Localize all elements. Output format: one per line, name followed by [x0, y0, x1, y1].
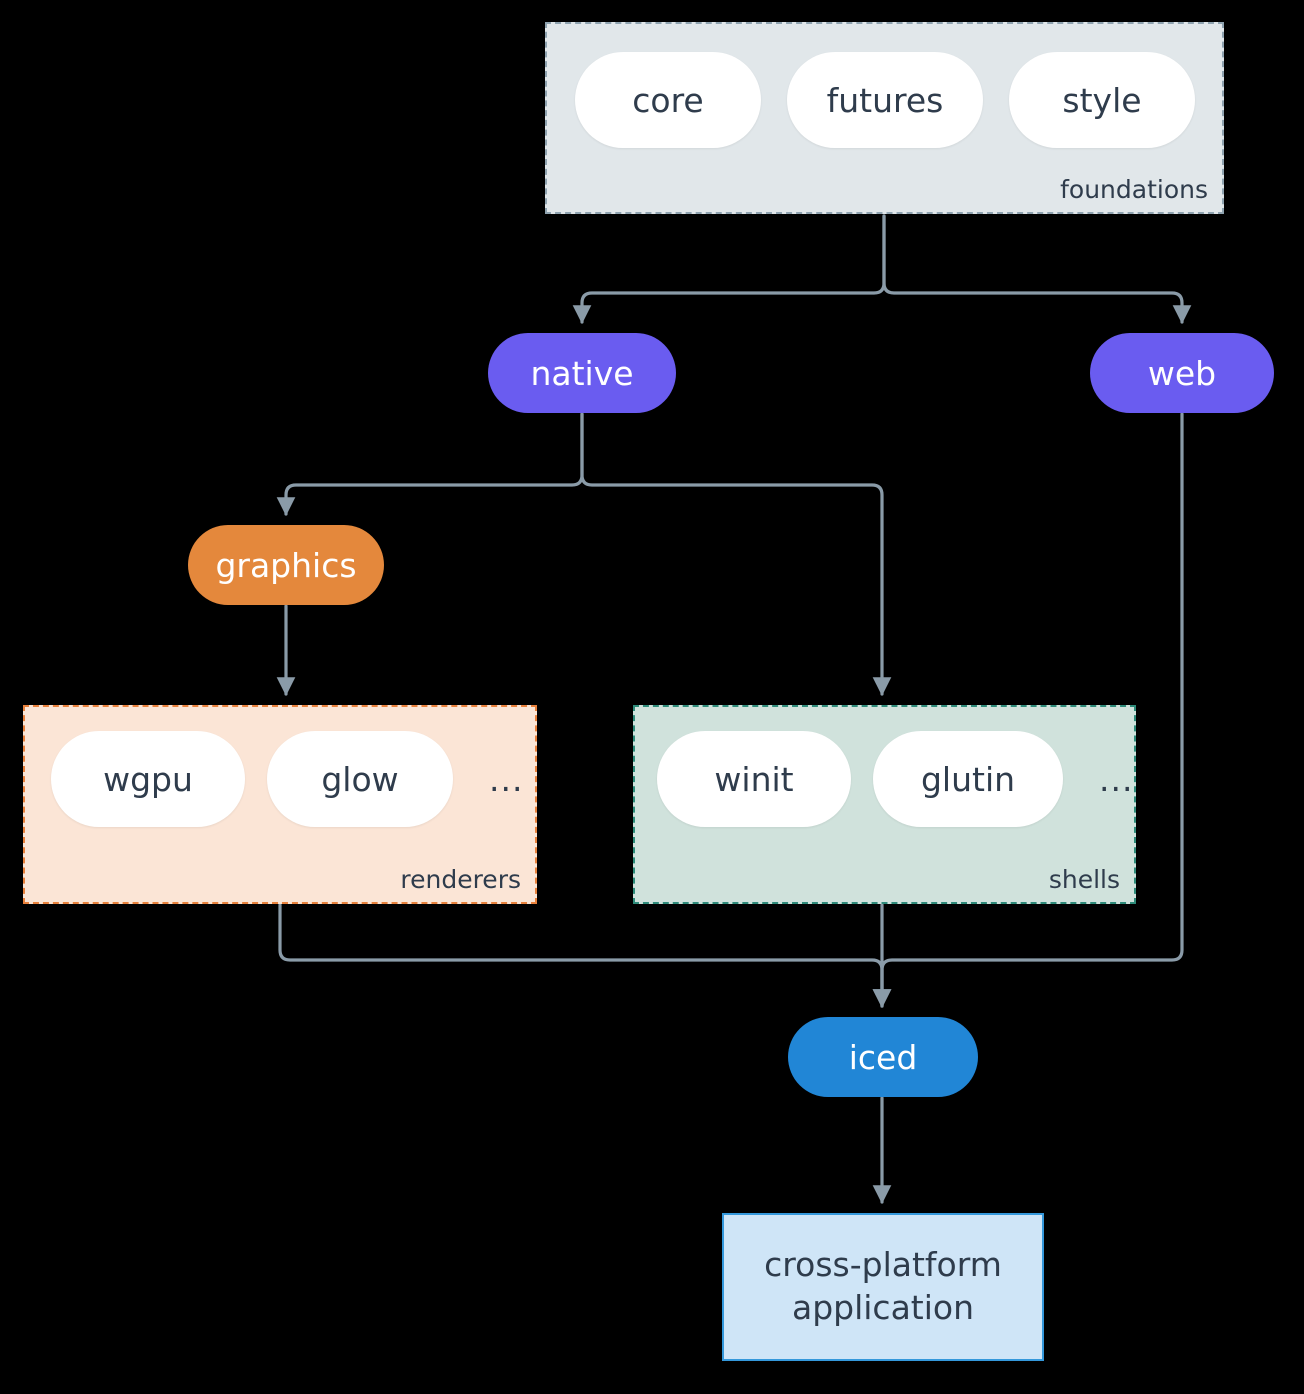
renderers-items: wgpu glow ... — [25, 731, 561, 827]
node-application[interactable]: cross-platform application — [722, 1213, 1044, 1361]
node-native[interactable]: native — [488, 333, 676, 413]
node-glutin[interactable]: glutin — [873, 731, 1063, 827]
node-graphics[interactable]: graphics — [188, 525, 384, 605]
cluster-shells: winit glutin ... shells — [633, 705, 1136, 904]
node-winit[interactable]: winit — [657, 731, 851, 827]
cluster-foundations: core futures style foundations — [545, 22, 1224, 214]
node-web[interactable]: web — [1090, 333, 1274, 413]
application-line-2: application — [791, 1288, 975, 1327]
node-wgpu[interactable]: wgpu — [51, 731, 245, 827]
node-futures[interactable]: futures — [787, 52, 983, 148]
node-core[interactable]: core — [575, 52, 761, 148]
cluster-label-renderers: renderers — [400, 865, 521, 894]
cluster-label-shells: shells — [1048, 865, 1120, 894]
foundations-items: core futures style — [547, 52, 1250, 148]
edge-foundations-web — [882, 214, 1192, 324]
node-glow[interactable]: glow — [267, 731, 453, 827]
edge-foundations-native — [572, 214, 886, 324]
edge-native-shells — [580, 412, 892, 696]
node-style[interactable]: style — [1009, 52, 1195, 148]
renderers-ellipsis: ... — [489, 759, 524, 799]
cluster-renderers: wgpu glow ... renderers — [23, 705, 537, 904]
node-iced[interactable]: iced — [788, 1017, 978, 1097]
edge-renderers-iced — [278, 903, 892, 1008]
edge-native-graphics — [276, 412, 584, 516]
cluster-label-foundations: foundations — [1060, 175, 1208, 204]
shells-items: winit glutin ... — [635, 731, 1156, 827]
application-line-1: cross-platform — [764, 1245, 1002, 1285]
shells-ellipsis: ... — [1099, 759, 1134, 799]
